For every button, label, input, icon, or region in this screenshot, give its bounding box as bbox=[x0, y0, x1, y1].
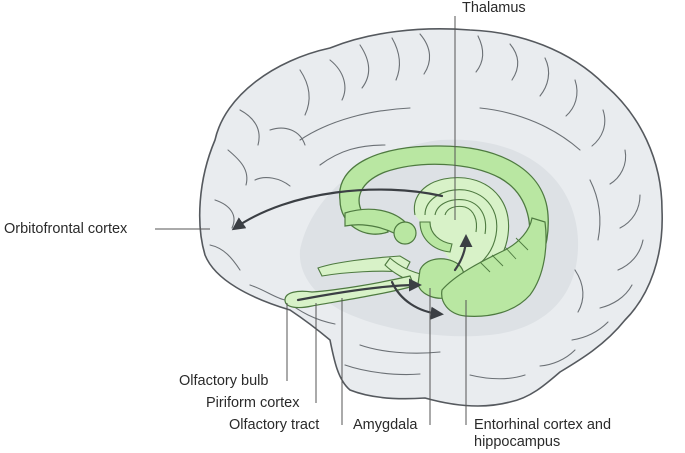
label-entorhinal-line1: Entorhinal cortex and bbox=[474, 417, 612, 433]
arrow-to-thalamus bbox=[453, 234, 473, 272]
arrow-olfactory-to-amygdala bbox=[296, 278, 422, 302]
sulci bbox=[209, 33, 644, 380]
label-entorhinal-line2: hippocampus bbox=[474, 434, 561, 450]
label-olfactory-bulb: Olfactory bulb bbox=[179, 373, 269, 389]
olfactory-striae bbox=[317, 255, 411, 277]
leader-lines bbox=[155, 16, 467, 425]
pathway-arrows bbox=[231, 188, 473, 320]
arrow-to-orbitofrontal bbox=[231, 188, 444, 231]
label-orbitofrontal-cortex: Orbitofrontal cortex bbox=[4, 221, 128, 237]
label-thalamus: Thalamus bbox=[462, 0, 526, 16]
hippocampus-striations bbox=[479, 237, 529, 273]
label-olfactory-tract: Olfactory tract bbox=[229, 417, 320, 433]
label-piriform-cortex: Piriform cortex bbox=[206, 395, 300, 411]
label-amygdala: Amygdala bbox=[353, 417, 418, 433]
arrow-to-entorhinal bbox=[390, 280, 444, 320]
septal-nucleus bbox=[393, 221, 417, 245]
mammillary-band bbox=[419, 221, 453, 253]
